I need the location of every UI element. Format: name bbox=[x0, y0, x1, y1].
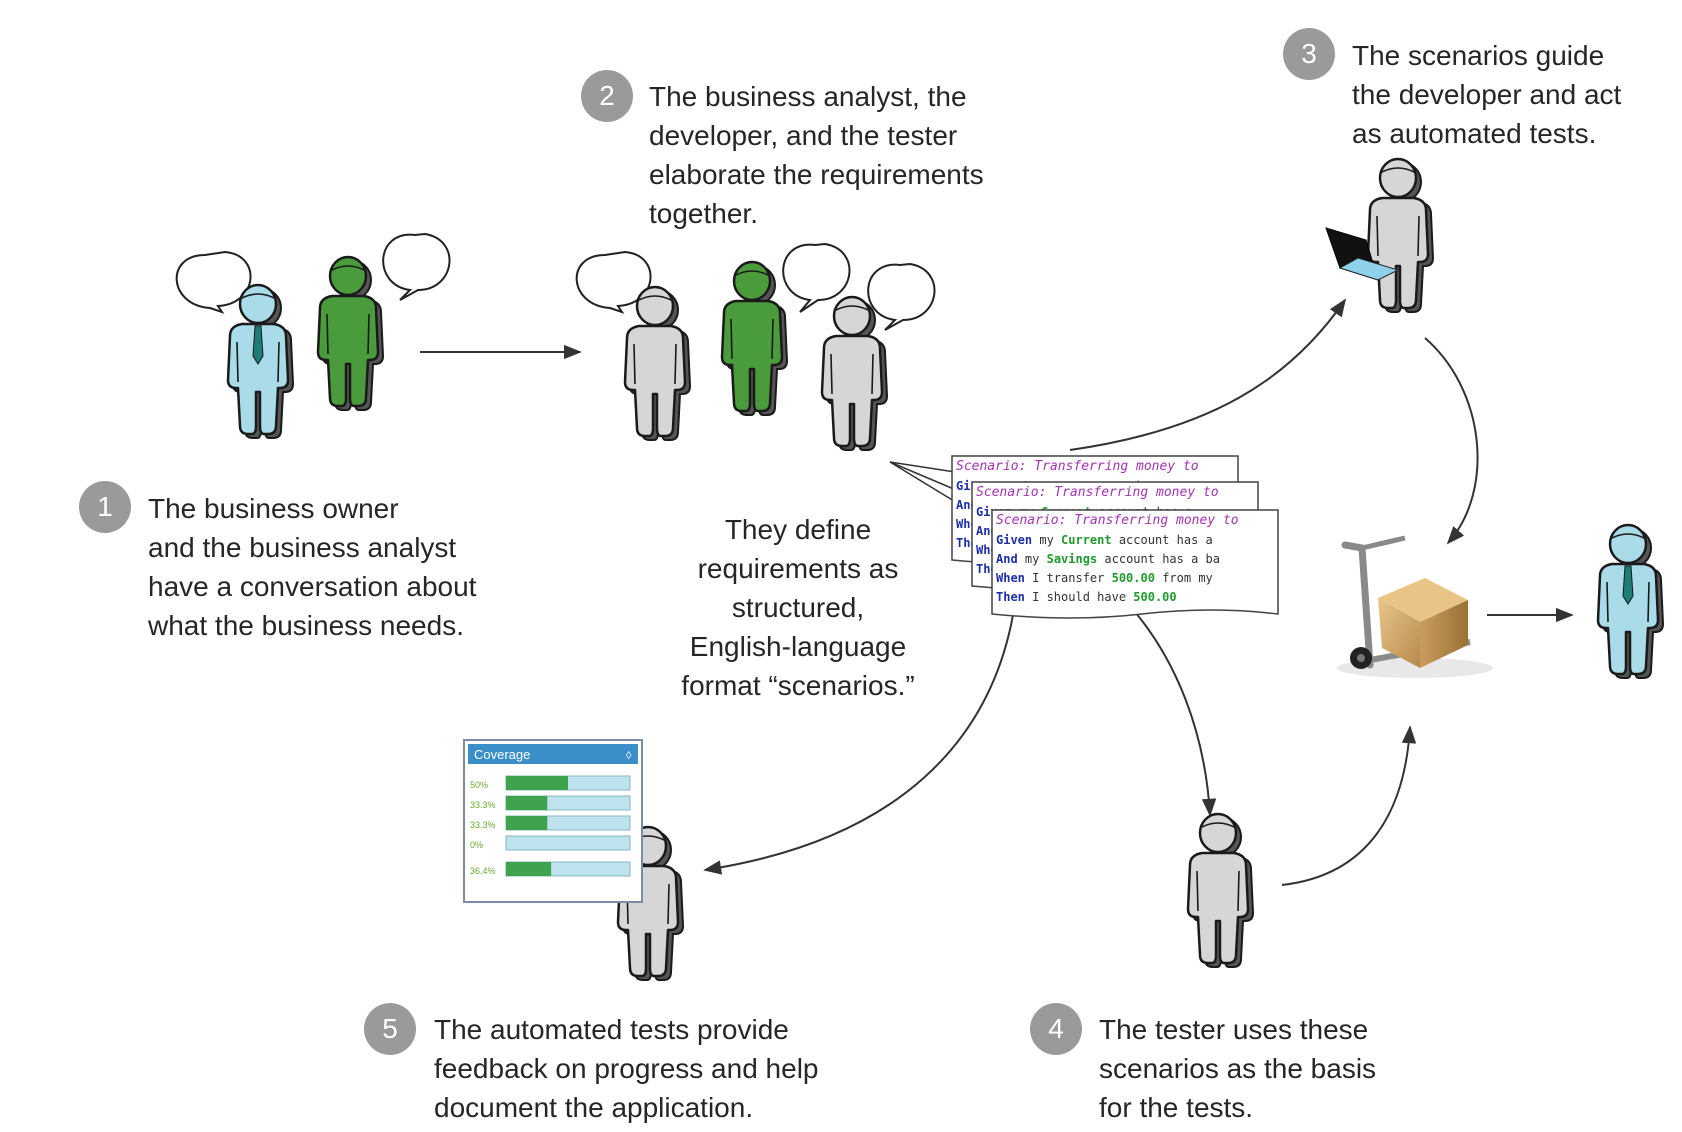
step-5-caption: The automated tests provide feedback on … bbox=[434, 1010, 819, 1127]
person-business-analyst-icon bbox=[316, 255, 385, 411]
coverage-row-label: 33.3% bbox=[470, 800, 496, 810]
step-badge-5: 5 bbox=[364, 1003, 416, 1055]
caption-line: The automated tests provide bbox=[434, 1014, 789, 1045]
person-business-owner-icon bbox=[1596, 523, 1665, 679]
caption-line: what the business needs. bbox=[148, 610, 464, 641]
speech-bubble-icon bbox=[175, 250, 252, 314]
step-badge-4: 4 bbox=[1030, 1003, 1082, 1055]
caption-line: The scenarios guide bbox=[1352, 40, 1605, 71]
scenarios-note: They define requirements as structured, … bbox=[658, 510, 938, 705]
coverage-bar bbox=[506, 776, 568, 790]
person-tester-icon bbox=[1186, 812, 1255, 968]
caption-line: English-language bbox=[689, 631, 907, 662]
caption-line: feedback on progress and help bbox=[434, 1053, 819, 1084]
person-developer-icon bbox=[1366, 157, 1435, 313]
speech-bubble-icon bbox=[782, 242, 851, 313]
step-2-caption: The business analyst, the developer, and… bbox=[649, 77, 984, 233]
caption-line: and the business analyst bbox=[148, 532, 457, 563]
step-badge-1: 1 bbox=[79, 481, 131, 533]
scenario-step-line: Given my Current account has a bbox=[996, 533, 1213, 547]
scenario-title: Scenario: Transferring money to bbox=[956, 459, 1199, 474]
coverage-title: Coverage bbox=[474, 747, 530, 762]
speech-bubble-icon bbox=[867, 262, 936, 331]
caption-line: elaborate the requirements bbox=[649, 159, 984, 190]
coverage-header bbox=[468, 744, 638, 764]
person-tester-icon bbox=[623, 285, 692, 441]
caption-line: scenarios as the basis bbox=[1099, 1053, 1377, 1084]
hand-truck-box-icon bbox=[1337, 535, 1493, 678]
caption-line: as automated tests. bbox=[1352, 118, 1597, 149]
coverage-row-label: 50% bbox=[470, 780, 488, 790]
caption-line: The tester uses these bbox=[1099, 1014, 1369, 1045]
step-badge-3: 3 bbox=[1283, 28, 1335, 80]
step-1-caption: The business owner and the business anal… bbox=[148, 489, 476, 645]
caption-line: The business owner bbox=[148, 493, 399, 524]
scenario-document: Scenario: Transferring money to Given my … bbox=[991, 509, 1279, 619]
arrow-to-developer bbox=[1069, 298, 1347, 451]
laptop-icon bbox=[1325, 227, 1400, 281]
caption-line: for the tests. bbox=[1099, 1092, 1254, 1123]
caption-line: together. bbox=[649, 198, 758, 229]
step-4-caption: The tester uses these scenarios as the b… bbox=[1099, 1010, 1376, 1127]
caption-line: structured, bbox=[731, 592, 865, 623]
person-business-owner-icon bbox=[226, 283, 295, 439]
coverage-row-label: 0% bbox=[470, 840, 483, 850]
person-business-analyst-icon bbox=[720, 260, 789, 416]
speech-bubble-icon bbox=[382, 232, 451, 301]
scenario-step-line: Then I should have 500.00 bbox=[996, 590, 1177, 604]
caption-line: They define bbox=[724, 514, 872, 545]
scenario-step-line: When I transfer 500.00 from my bbox=[996, 571, 1213, 585]
caption-line: The business analyst, the bbox=[649, 81, 967, 112]
scenario-step-line: And my Savings account has a ba bbox=[996, 552, 1220, 566]
caption-line: have a conversation about bbox=[148, 571, 477, 602]
arrow-scenarios-to-feedback bbox=[703, 614, 1014, 875]
caption-line: developer, and the tester bbox=[649, 120, 958, 151]
step-3-caption: The scenarios guide the developer and ac… bbox=[1352, 36, 1621, 153]
scenario-documents: Scenario: Transferring money to Given my … bbox=[951, 455, 1279, 619]
coverage-row-label: 36.4% bbox=[470, 866, 496, 876]
caption-line: requirements as bbox=[697, 553, 899, 584]
arrow-developer-to-delivery bbox=[1424, 337, 1479, 545]
arrow-tester-to-delivery bbox=[1281, 725, 1417, 886]
caption-line: document the application. bbox=[434, 1092, 754, 1123]
caption-line: the developer and act bbox=[1352, 79, 1622, 110]
speech-bubble-icon bbox=[575, 250, 652, 314]
chevron-icon: ◊ bbox=[626, 750, 632, 762]
scenario-title: Scenario: Transferring money to bbox=[976, 485, 1219, 500]
person-developer-icon bbox=[820, 295, 889, 451]
coverage-bar bbox=[506, 816, 548, 830]
scenario-title: Scenario: Transferring money to bbox=[996, 513, 1239, 528]
coverage-bar bbox=[506, 862, 552, 876]
coverage-row-label: 33.3% bbox=[470, 820, 496, 830]
step-badge-2: 2 bbox=[581, 70, 633, 122]
caption-line: format “scenarios.” bbox=[681, 670, 915, 701]
coverage-bar bbox=[506, 796, 548, 810]
coverage-track bbox=[505, 835, 631, 851]
arrow-scenarios-to-tester bbox=[1134, 611, 1217, 817]
coverage-report-panel: Coverage ◊ 50% 33.3% 33.3% 0% 36.4% bbox=[463, 739, 643, 903]
